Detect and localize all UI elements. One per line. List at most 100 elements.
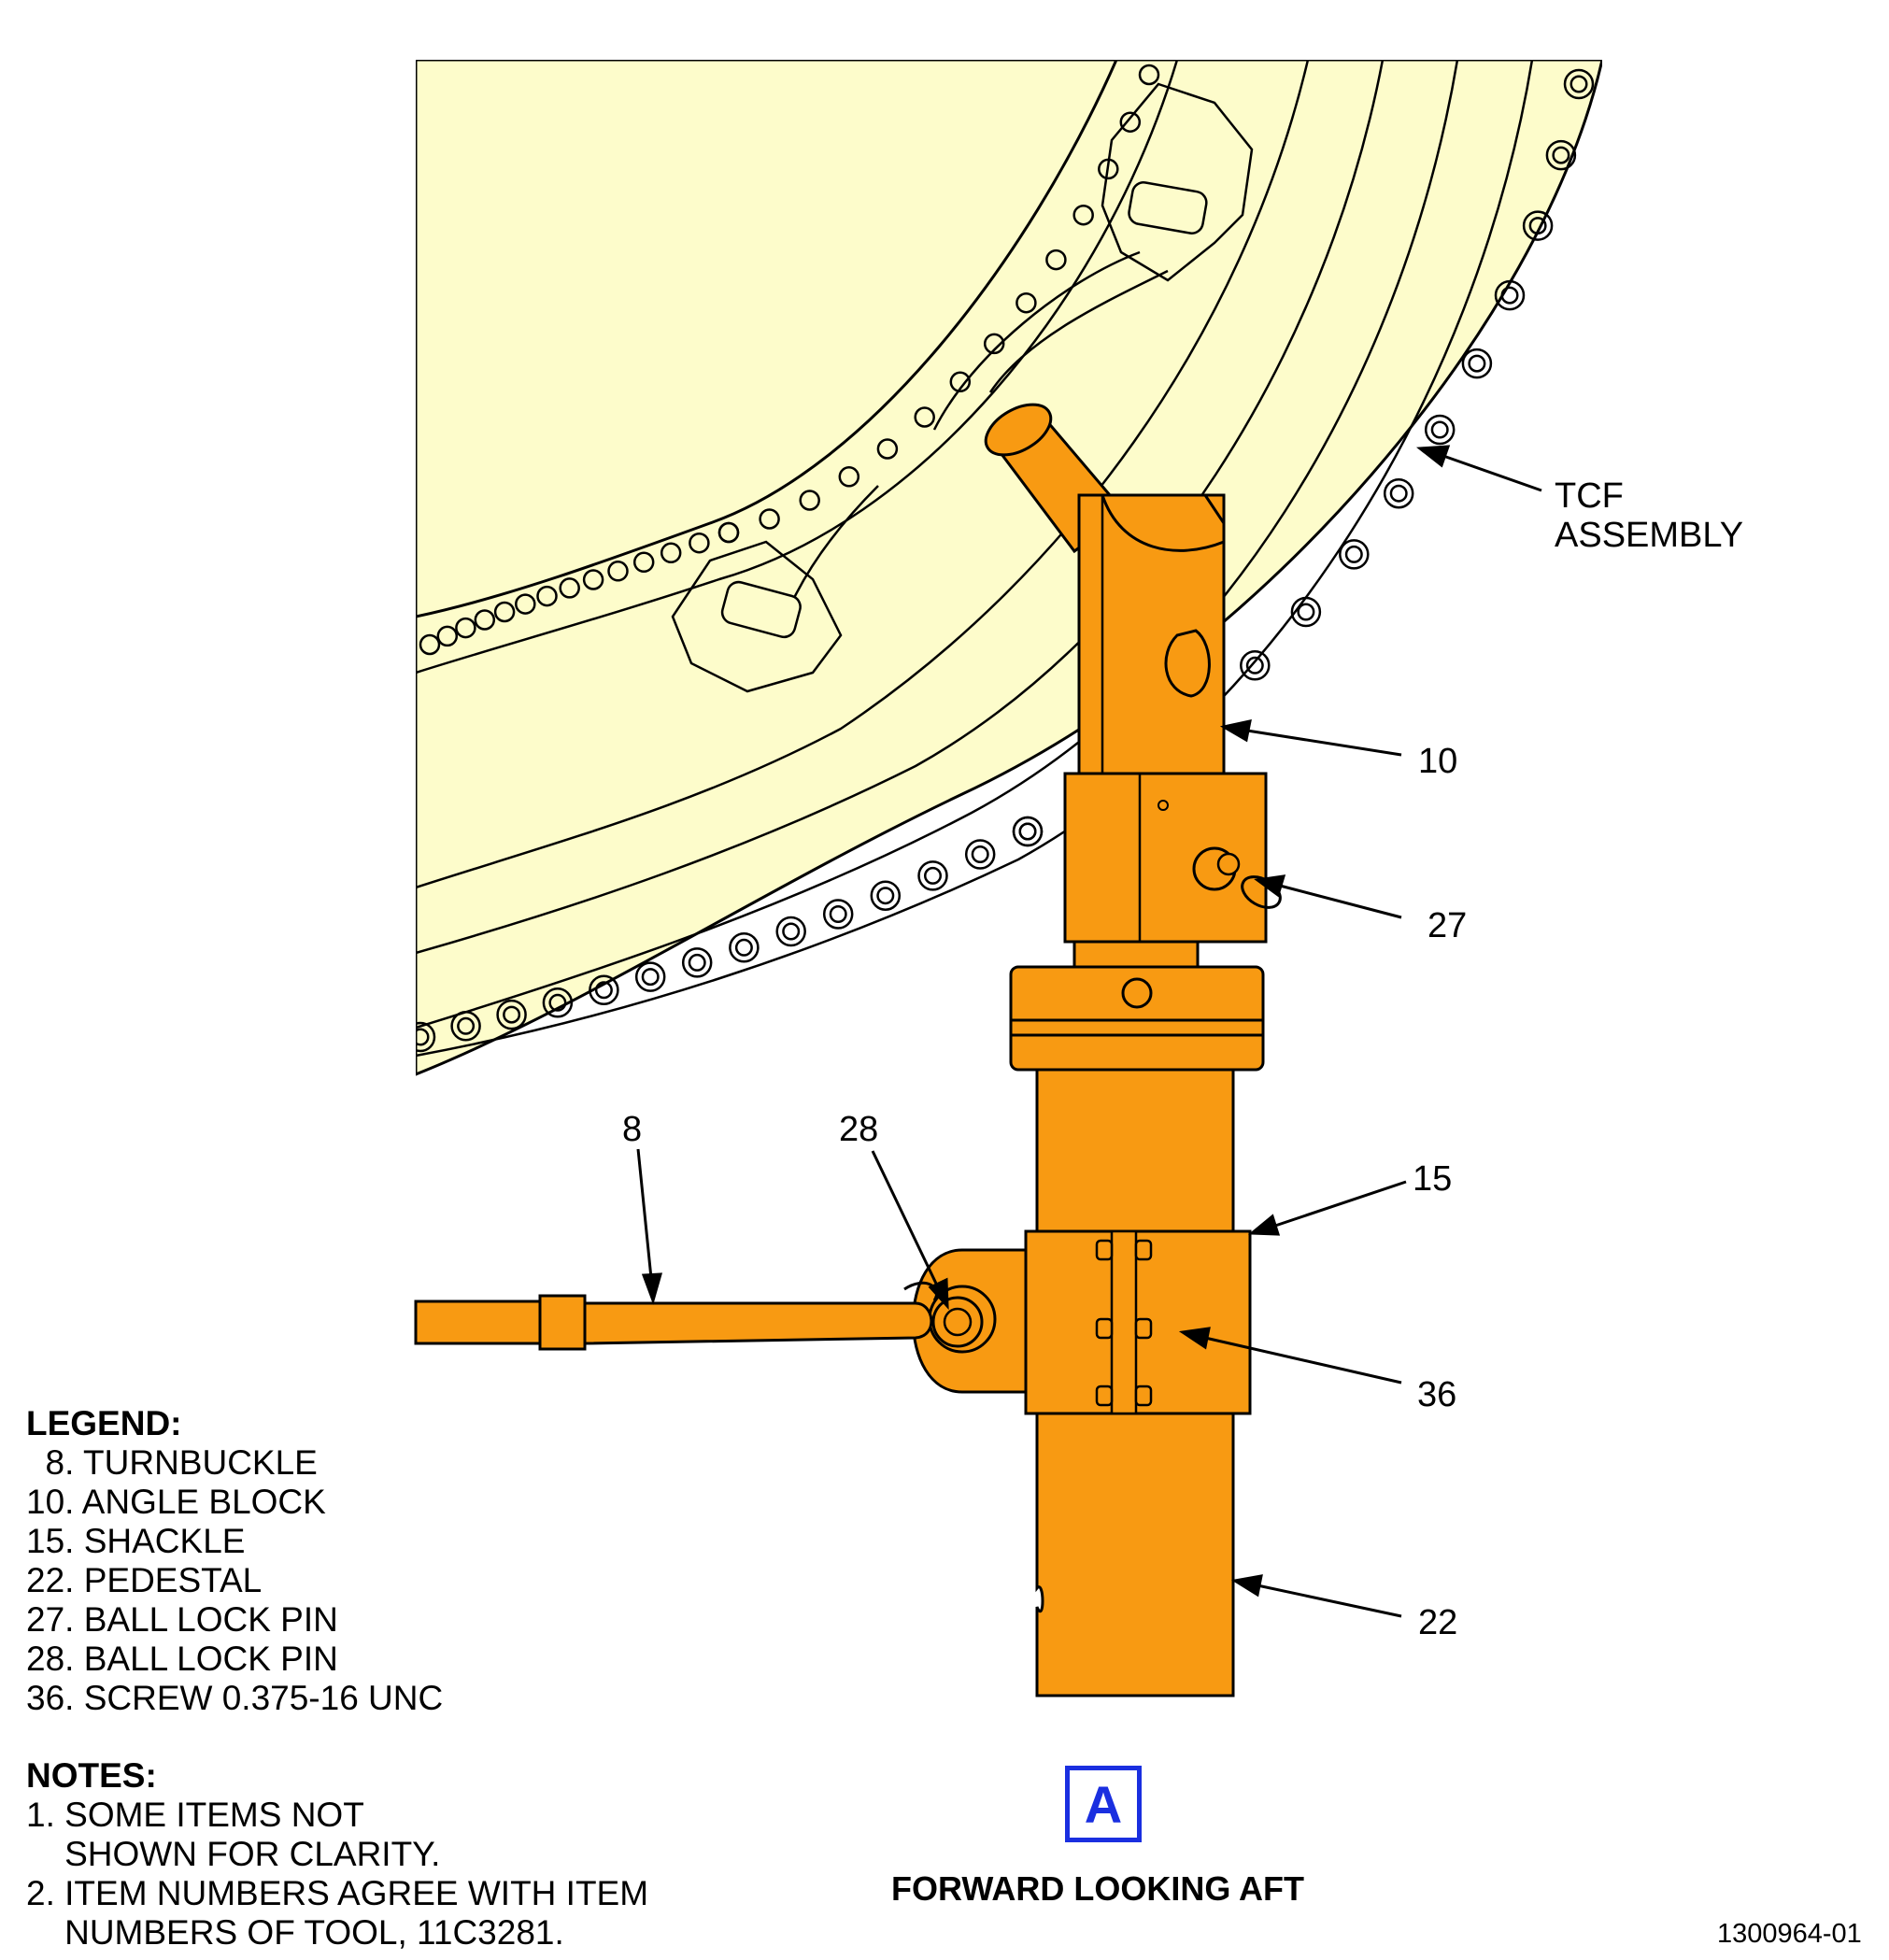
flange-hole-inner: [782, 922, 801, 941]
angle-block-top-curve: [1079, 493, 1226, 552]
arrowhead-28: [928, 1277, 949, 1311]
leader-22: [1257, 1584, 1402, 1618]
flange-hole-inner: [594, 981, 613, 1000]
legend-item: 15. SHACKLE: [26, 1522, 246, 1560]
flange-hole: [1012, 816, 1044, 847]
screws-36: [1095, 1239, 1153, 1407]
tcf-flange-line-3: [416, 60, 1385, 955]
flange-hole: [822, 899, 854, 930]
flange-hole-inner: [1552, 146, 1570, 164]
flange-hole: [419, 633, 441, 656]
note-item: NUMBERS OF TOOL, 11C3281.: [26, 1913, 564, 1952]
flange-hole: [917, 860, 948, 891]
note-item: 2. ITEM NUMBERS AGREE WITH ITEM: [26, 1874, 649, 1912]
callout-28: 28: [839, 1110, 879, 1149]
callout-36: 36: [1417, 1375, 1457, 1414]
screw-head: [1134, 1317, 1153, 1340]
tcf-assembly: [416, 60, 1602, 1076]
flange-hole: [542, 987, 574, 1018]
legend-title: LEGEND:: [26, 1404, 182, 1442]
flange-hole: [582, 569, 604, 590]
flange-hole: [1424, 414, 1456, 446]
tcf-flange-line-4: [416, 60, 1459, 1030]
arrowhead-22: [1230, 1574, 1263, 1598]
flange-hole: [689, 532, 710, 554]
flange-hole: [775, 916, 806, 947]
legend-item: 10. ANGLE BLOCK: [26, 1483, 326, 1521]
turnbuckle: [414, 1281, 984, 1351]
flange-hole: [1461, 348, 1493, 379]
leader-10: [1246, 729, 1402, 757]
flange-hole-inner: [1245, 656, 1264, 675]
flange-hole-inner: [641, 968, 660, 987]
flange-hole: [717, 521, 740, 544]
callout-15: 15: [1413, 1159, 1453, 1199]
flange-hole: [1339, 539, 1370, 570]
flange-hole-inner: [548, 993, 567, 1012]
notes: NOTES: 1. SOME ITEMS NOT SHOWN FOR CLARI…: [26, 1756, 648, 1953]
screw-head: [1095, 1317, 1114, 1340]
flange-hole-inner: [1528, 217, 1547, 235]
leader-lines: [636, 445, 1542, 1618]
arrowhead-15: [1247, 1214, 1281, 1236]
arrowhead-10: [1219, 719, 1252, 743]
arrowhead-8: [641, 1272, 663, 1305]
flange-hole: [838, 466, 860, 488]
flange-hole: [493, 601, 516, 623]
screw-head: [1134, 1239, 1153, 1261]
flange-hole-inner: [876, 887, 895, 905]
legend: LEGEND: 8. TURNBUCKLE 10. ANGLE BLOCK 15…: [26, 1404, 443, 1718]
flange-hole-inner: [734, 938, 753, 957]
flange-hole-inner: [829, 905, 847, 923]
flange-hole-inner: [416, 1028, 430, 1046]
screw-head: [1095, 1239, 1114, 1261]
flange-hole: [1119, 111, 1142, 133]
flange-hole: [1522, 210, 1554, 241]
leader-15: [1274, 1180, 1407, 1228]
turnbuckle-rod-right: [583, 1301, 933, 1345]
leader-tcf: [1442, 454, 1542, 492]
flange-hole: [759, 508, 780, 530]
flange-hole: [729, 932, 760, 963]
flange-hole: [1138, 64, 1160, 86]
flange-hole: [870, 880, 902, 911]
tcf-inner-holes: [419, 64, 1160, 656]
arrowhead-27: [1254, 874, 1286, 898]
tcf-slot-lower: [720, 580, 802, 639]
flange-hole: [876, 438, 899, 460]
flange-hole-inner: [1018, 822, 1037, 841]
flange-hole: [1045, 249, 1067, 271]
legend-item: 27. BALL LOCK PIN: [26, 1600, 338, 1639]
screw-head: [1095, 1385, 1114, 1407]
legend-item: 36. SCREW 0.375-16 UNC: [26, 1679, 444, 1717]
flange-hole-inner: [924, 866, 942, 885]
ball-lock-pin-27-center: [1216, 852, 1241, 876]
flange-hole: [1072, 204, 1094, 226]
flange-hole-inner: [1297, 603, 1315, 621]
flange-hole: [1016, 291, 1037, 314]
turnbuckle-barrel: [538, 1294, 587, 1351]
view-letter: A: [1084, 1774, 1123, 1834]
flange-hole: [634, 961, 666, 992]
flange-hole: [1494, 279, 1526, 311]
angle-block-arm-end: [984, 403, 1053, 457]
flange-hole: [416, 1021, 436, 1053]
view-identifier-box: A: [1065, 1766, 1142, 1842]
flange-hole: [474, 609, 496, 631]
tcf-ring-body: [416, 60, 1602, 1076]
flange-hole: [914, 406, 935, 428]
flange-hole-inner: [1344, 545, 1363, 563]
callout-tcf-line1: TCF: [1555, 476, 1624, 516]
flange-hole-inner: [1389, 484, 1408, 503]
flange-hole: [515, 593, 536, 615]
tcf-strut-link-2: [988, 269, 1169, 393]
flange-hole: [559, 577, 580, 599]
flange-hole: [450, 1011, 481, 1042]
leader-8: [636, 1148, 653, 1279]
flange-hole: [589, 974, 619, 1006]
flange-hole: [681, 947, 713, 978]
flange-hole-inner: [1569, 75, 1588, 93]
flange-hole: [632, 551, 655, 574]
flange-hole-inner: [503, 1005, 521, 1024]
callout-22: 22: [1418, 1603, 1458, 1642]
